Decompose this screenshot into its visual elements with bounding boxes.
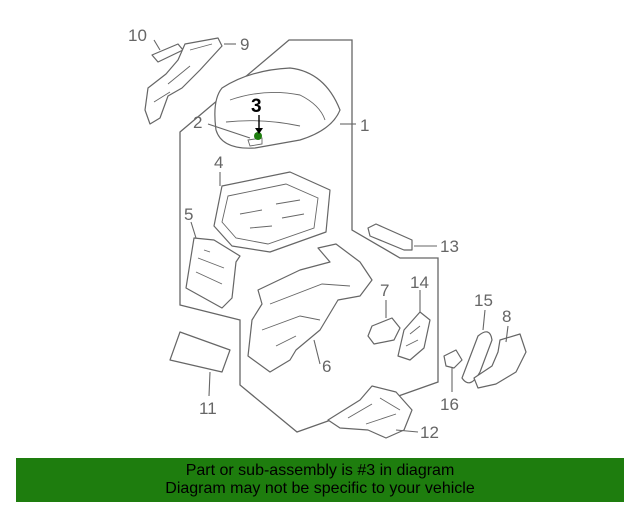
banner-line-2: Diagram may not be specific to your vehi… <box>165 480 475 497</box>
leader-lines <box>153 39 509 433</box>
part-11-panel <box>169 331 231 373</box>
callout-8: 8 <box>502 307 511 326</box>
part-12-cover <box>327 385 413 439</box>
callout-5: 5 <box>184 205 193 224</box>
callout-7: 7 <box>380 281 389 300</box>
callout-numbers: 10 9 3 2 1 4 5 13 14 7 15 8 6 11 16 12 <box>128 26 511 442</box>
callout-13: 13 <box>440 237 459 256</box>
part-8-trim <box>473 333 527 389</box>
callout-16: 16 <box>440 395 459 414</box>
part-6-base-frame <box>247 243 373 373</box>
part-15-lever <box>461 331 493 384</box>
part-3-highlight <box>254 132 262 140</box>
part-7-block <box>367 317 401 345</box>
part-5-bracket-plate <box>185 237 241 309</box>
part-16-clip <box>443 349 463 369</box>
part-9-side-cover <box>144 37 223 125</box>
callout-11: 11 <box>199 399 217 418</box>
info-banner: Part or sub-assembly is #3 in diagram Di… <box>16 458 624 502</box>
callout-9: 9 <box>240 35 249 54</box>
callout-4: 4 <box>214 153 223 172</box>
callout-15: 15 <box>474 291 493 310</box>
part-2-seat-cushion <box>214 67 341 149</box>
part-4-seat-frame <box>213 171 331 253</box>
part-13-rail <box>367 223 413 251</box>
callout-1: 1 <box>360 116 369 135</box>
callout-12: 12 <box>420 423 439 442</box>
banner-line-1: Part or sub-assembly is #3 in diagram <box>185 462 455 479</box>
callout-2: 2 <box>193 113 202 132</box>
callout-10: 10 <box>128 26 147 45</box>
callout-6: 6 <box>322 357 331 376</box>
callout-14: 14 <box>410 273 429 292</box>
callout-3: 3 <box>251 96 262 117</box>
